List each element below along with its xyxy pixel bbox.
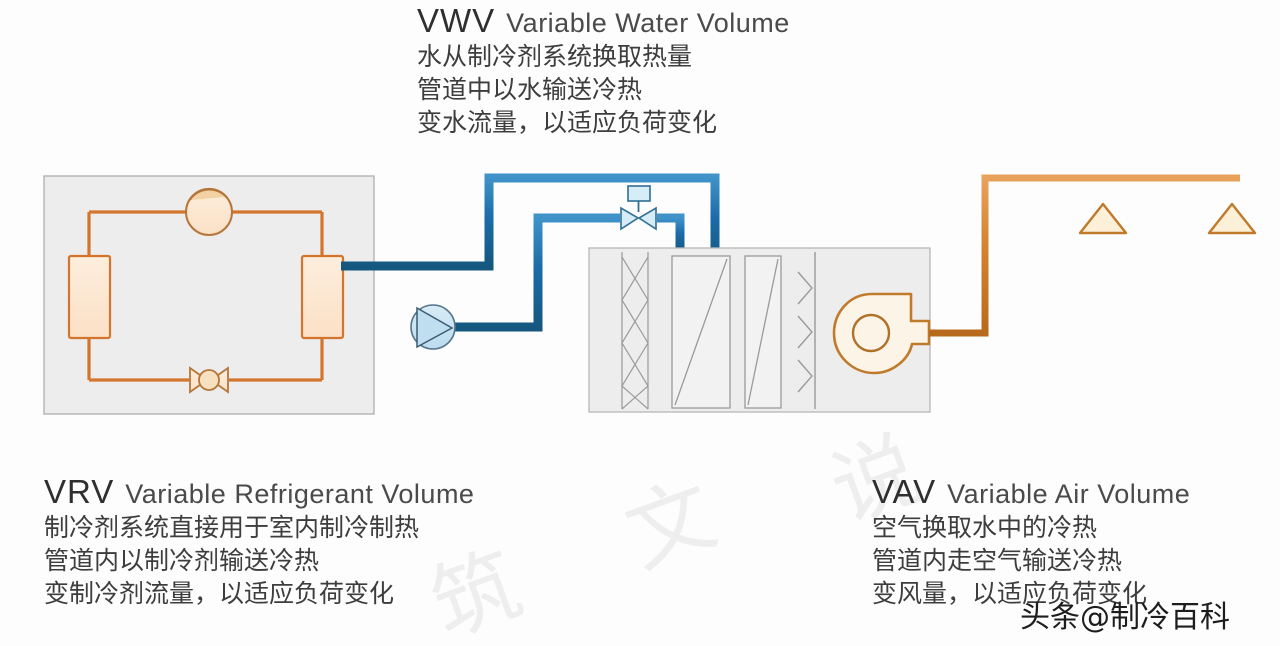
expansion-valve-symbol xyxy=(189,366,229,394)
vrv-line-2: 管道内以制冷剂输送冷热 xyxy=(44,547,320,575)
refrigerant-piping xyxy=(87,210,324,382)
attribution-at-symbol: @ xyxy=(1080,600,1110,635)
centrifugal-supply-fan xyxy=(832,292,931,375)
vav-text-block: VAV Variable Air Volume 空气换取水中的冷热 管道内走空气输… xyxy=(872,473,1190,610)
attribution: 头条@制冷百科 xyxy=(1020,592,1230,636)
vrv-line-3: 变制冷剂流量，以适应负荷变化 xyxy=(44,580,395,608)
vrv-text-block: VRV Variable Refrigerant Volume 制冷剂系统直接用于… xyxy=(44,473,474,610)
vav-line-1: 空气换取水中的冷热 xyxy=(872,514,1098,542)
ahu-cooling-coil xyxy=(671,255,731,409)
ahu-drift-eliminator xyxy=(797,252,816,409)
vwv-text-block: VWV Variable Water Volume 水从制冷剂系统换取热量 管道中… xyxy=(417,2,790,139)
supply-air-duct xyxy=(929,174,1240,337)
vwv-line-2: 管道中以水输送冷热 xyxy=(417,76,643,104)
chilled-water-piping xyxy=(341,173,720,332)
vav-abbreviation: VAV xyxy=(872,473,937,510)
vav-full-name: Variable Air Volume xyxy=(947,479,1191,509)
vrv-full-name: Variable Refrigerant Volume xyxy=(125,479,475,509)
air-diffuser-2 xyxy=(1207,202,1257,235)
vwv-abbreviation: VWV xyxy=(417,2,496,39)
vrv-heading: VRV Variable Refrigerant Volume xyxy=(44,473,474,511)
condenser-heat-exchanger xyxy=(67,254,112,340)
two-way-control-valve xyxy=(620,185,657,231)
evaporator-heat-exchanger xyxy=(300,254,345,340)
water-circulation-pump xyxy=(410,304,456,350)
attribution-account: 制冷百科 xyxy=(1110,600,1230,635)
vwv-full-name: Variable Water Volume xyxy=(506,8,790,38)
vav-line-2: 管道内走空气输送冷热 xyxy=(872,547,1123,575)
vwv-heading: VWV Variable Water Volume xyxy=(417,2,790,40)
vrv-line-1: 制冷剂系统直接用于室内制冷制热 xyxy=(44,514,420,542)
vwv-line-3: 变水流量，以适应负荷变化 xyxy=(417,109,718,137)
vwv-line-1: 水从制冷剂系统换取热量 xyxy=(417,43,693,71)
vav-line-3: 变风量，以适应负荷变化 xyxy=(872,580,1148,608)
attribution-platform: 头条 xyxy=(1020,600,1080,635)
ahu-filter-section xyxy=(744,255,782,409)
ahu-damper-section xyxy=(621,252,649,410)
vrv-abbreviation: VRV xyxy=(44,473,115,510)
air-diffuser-1 xyxy=(1078,202,1128,235)
vav-heading: VAV Variable Air Volume xyxy=(872,473,1190,511)
compressor-symbol xyxy=(185,187,233,236)
